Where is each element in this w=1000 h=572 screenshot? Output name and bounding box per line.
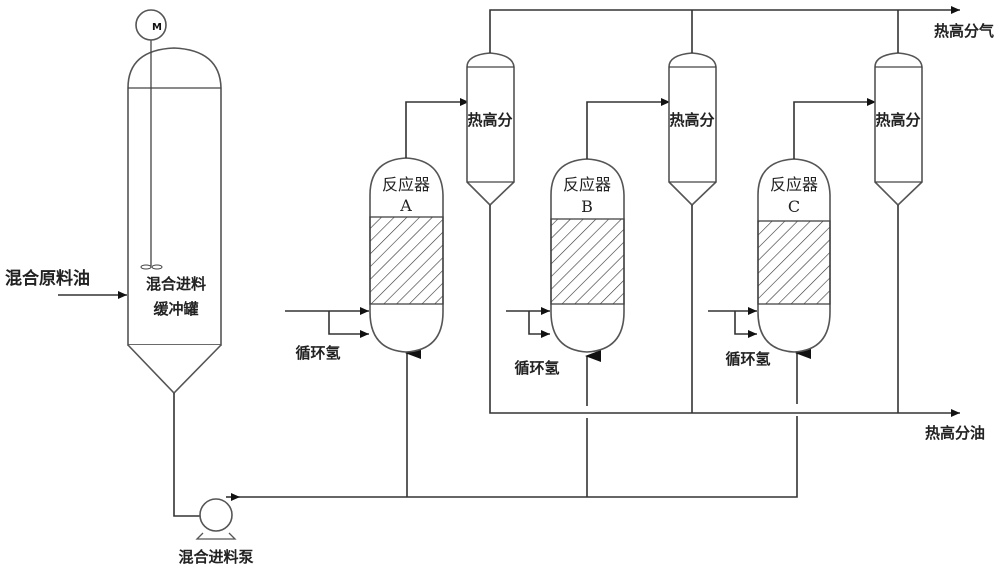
reactor-a bbox=[369, 157, 444, 353]
reactor-b-id: B bbox=[581, 197, 593, 216]
reactor-a-outlet-line bbox=[405, 98, 469, 158]
reactor-b bbox=[550, 158, 625, 353]
agitator-blade-right bbox=[151, 264, 163, 270]
separator-3-label: 热高分 bbox=[875, 111, 920, 129]
hot-gas-header bbox=[489, 6, 960, 53]
tank-to-pump-line bbox=[173, 393, 210, 520]
reactor-a-name: 反应器 bbox=[382, 175, 430, 194]
catalyst-bed-c bbox=[757, 220, 831, 305]
hydrogen-line-a-2 bbox=[328, 311, 369, 338]
reactor-a-id: A bbox=[399, 196, 412, 215]
reactor-c-outlet-line bbox=[793, 98, 876, 159]
reactor-b-name: 反应器 bbox=[563, 175, 611, 194]
catalyst-bed-b bbox=[550, 218, 625, 305]
motor-icon: M bbox=[152, 22, 162, 33]
catalyst-bed-a bbox=[369, 216, 444, 305]
hot-separator-1 bbox=[466, 52, 515, 207]
feed-header-line bbox=[240, 416, 798, 498]
hydrogen-label-b: 循环氢 bbox=[514, 359, 559, 377]
reactor-c bbox=[757, 158, 831, 353]
agitator-blade-left bbox=[140, 264, 152, 270]
separator-1-label: 热高分 bbox=[467, 111, 512, 129]
hot-separator-2 bbox=[668, 52, 717, 207]
hydrogen-label-c: 循环氢 bbox=[725, 350, 770, 368]
buffer-tank-label-2: 缓冲罐 bbox=[153, 300, 198, 318]
separator-2-label: 热高分 bbox=[669, 111, 714, 129]
reactor-b-outlet-line bbox=[586, 98, 670, 159]
feed-label: 混合原料油 bbox=[5, 268, 90, 289]
buffer-tank-label-1: 混合进料 bbox=[146, 275, 206, 293]
feed-pump bbox=[195, 498, 237, 540]
hydrogen-label-a: 循环氢 bbox=[295, 344, 340, 362]
reactor-c-id: C bbox=[788, 197, 800, 216]
buffer-tank bbox=[127, 40, 222, 395]
hot-gas-output-label: 热高分气 bbox=[934, 22, 994, 40]
hydrogen-line-b-2 bbox=[528, 311, 550, 338]
hot-oil-output-label: 热高分油 bbox=[925, 424, 985, 442]
agitator-motor: M bbox=[135, 9, 167, 41]
pump-label: 混合进料泵 bbox=[178, 548, 253, 566]
hot-oil-header bbox=[489, 205, 960, 417]
hydrogen-line-c-2 bbox=[734, 311, 757, 338]
reactor-c-name: 反应器 bbox=[770, 175, 818, 194]
hot-separator-3 bbox=[874, 52, 923, 207]
